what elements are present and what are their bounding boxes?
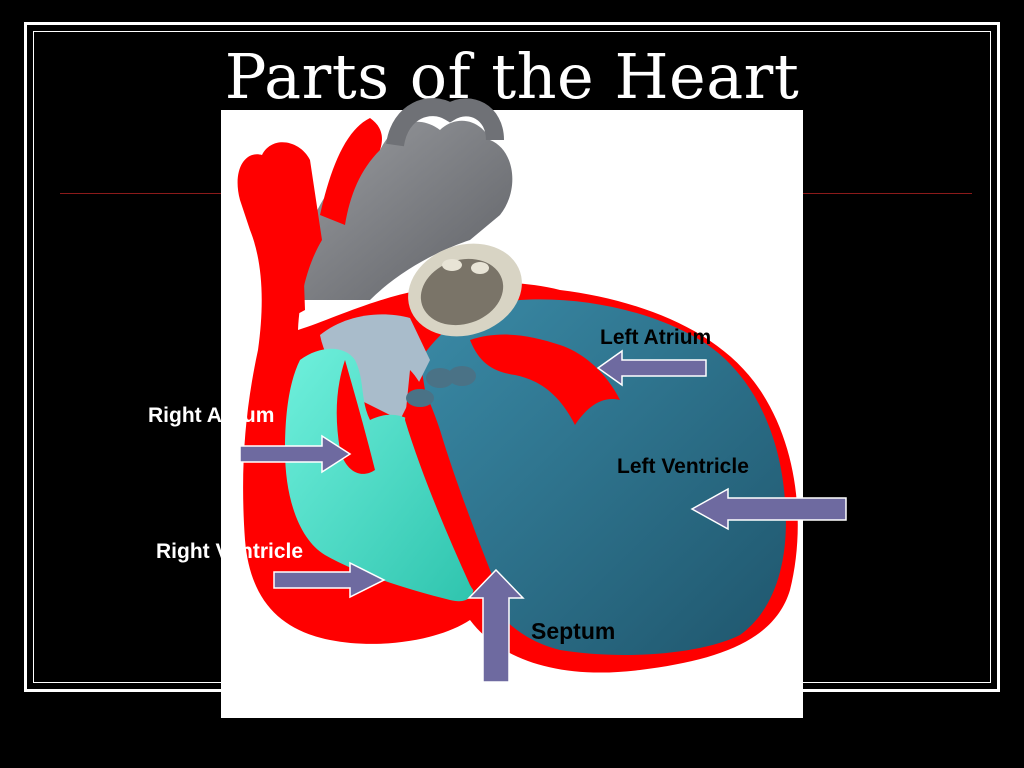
aortic-valve-leaflet-shape — [406, 389, 434, 407]
right-atrium-label: Right Atrium — [148, 404, 275, 427]
aorta-arch-shape — [386, 98, 504, 147]
pulmonary-valve-leaflet-shape — [471, 262, 489, 274]
aortic-valve-leaflet-shape — [448, 366, 476, 386]
left-ventricle-arrow — [690, 487, 847, 531]
right-atrium-arrow — [239, 434, 352, 474]
septum-label: Septum — [531, 618, 616, 644]
left-chambers-shape — [420, 299, 786, 655]
vessel-branch-shape — [320, 118, 382, 225]
vena-cava-shape — [250, 154, 305, 330]
septum-arrow — [467, 568, 525, 683]
septum-shape — [405, 370, 498, 598]
aorta-shape — [299, 120, 513, 301]
atrium-divider-shape — [336, 360, 375, 474]
right-chambers-shape — [285, 348, 474, 602]
left-atrium-label: Left Atrium — [600, 326, 712, 349]
left-atrium-arrow — [596, 349, 707, 387]
pulmonary-valve-opening-shape — [420, 258, 504, 326]
inner-wall-shape — [470, 334, 620, 425]
right-ventricle-arrow — [273, 561, 386, 599]
aortic-valve-leaflet-shape — [426, 368, 454, 388]
pulmonary-valve-leaflet-shape — [442, 259, 462, 271]
right-ventricle-label: Right Ventricle — [156, 540, 304, 563]
left-ventricle-label: Left Ventricle — [617, 455, 749, 478]
slide-title: Parts of the Heart — [224, 40, 800, 113]
right-atrium-upper-shape — [320, 314, 430, 420]
